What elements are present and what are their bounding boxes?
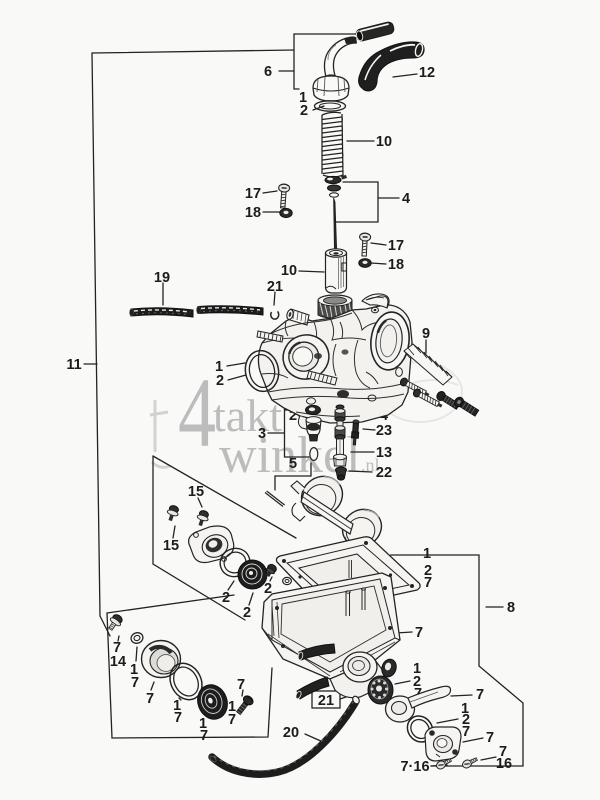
svg-text:10: 10 <box>376 134 392 150</box>
svg-text:1: 1 <box>215 359 223 375</box>
svg-text:4: 4 <box>178 358 216 468</box>
svg-text:21: 21 <box>318 693 334 709</box>
svg-text:11: 11 <box>66 357 81 373</box>
svg-text:10: 10 <box>281 263 297 279</box>
svg-text:16: 16 <box>496 756 512 772</box>
svg-text:2: 2 <box>264 581 272 597</box>
svg-text:9: 9 <box>422 326 430 342</box>
svg-text:15: 15 <box>188 484 204 500</box>
svg-text:1: 1 <box>199 716 207 732</box>
svg-text:7·16: 7·16 <box>400 759 429 775</box>
svg-text:18: 18 <box>388 257 404 273</box>
svg-text:2: 2 <box>300 103 308 119</box>
svg-text:23: 23 <box>376 423 392 439</box>
svg-text:2: 2 <box>243 605 251 621</box>
svg-text:2: 2 <box>289 408 297 424</box>
svg-text:8: 8 <box>507 600 515 616</box>
svg-text:7: 7 <box>424 575 432 591</box>
svg-text:21: 21 <box>267 279 283 295</box>
svg-text:7: 7 <box>476 687 484 703</box>
svg-text:2: 2 <box>413 674 421 690</box>
svg-text:14: 14 <box>110 654 126 670</box>
svg-text:6: 6 <box>264 64 272 80</box>
svg-text:20: 20 <box>283 725 299 741</box>
svg-text:2: 2 <box>222 590 230 606</box>
svg-text:7: 7 <box>486 730 494 746</box>
svg-text:5: 5 <box>289 456 297 472</box>
svg-text:7: 7 <box>200 728 208 744</box>
svg-text:.nl: .nl <box>361 455 380 475</box>
svg-text:7: 7 <box>415 625 423 641</box>
svg-text:4: 4 <box>402 191 410 207</box>
svg-text:7: 7 <box>228 712 236 728</box>
svg-text:2: 2 <box>424 563 432 579</box>
svg-text:1: 1 <box>228 699 236 715</box>
svg-text:7: 7 <box>237 677 245 693</box>
svg-text:1: 1 <box>299 90 307 106</box>
svg-text:15: 15 <box>163 538 179 554</box>
svg-text:7: 7 <box>146 691 154 707</box>
svg-text:1: 1 <box>423 546 431 562</box>
svg-text:1: 1 <box>130 662 138 678</box>
svg-text:7: 7 <box>113 640 121 656</box>
svg-text:19: 19 <box>154 270 170 286</box>
svg-text:13: 13 <box>376 445 392 461</box>
svg-text:1: 1 <box>461 701 469 717</box>
svg-text:2: 2 <box>216 373 224 389</box>
svg-text:1: 1 <box>173 698 181 714</box>
svg-text:1: 1 <box>413 661 421 677</box>
svg-text:22: 22 <box>376 465 392 481</box>
svg-text:3: 3 <box>258 426 266 442</box>
svg-text:2: 2 <box>462 712 470 728</box>
svg-text:12: 12 <box>419 65 435 81</box>
svg-text:7: 7 <box>131 675 139 691</box>
svg-text:7: 7 <box>462 724 470 740</box>
svg-text:7: 7 <box>499 744 507 760</box>
svg-text:18: 18 <box>245 205 261 221</box>
svg-text:7: 7 <box>174 710 182 726</box>
svg-text:17: 17 <box>245 186 261 202</box>
svg-text:17: 17 <box>388 238 404 254</box>
